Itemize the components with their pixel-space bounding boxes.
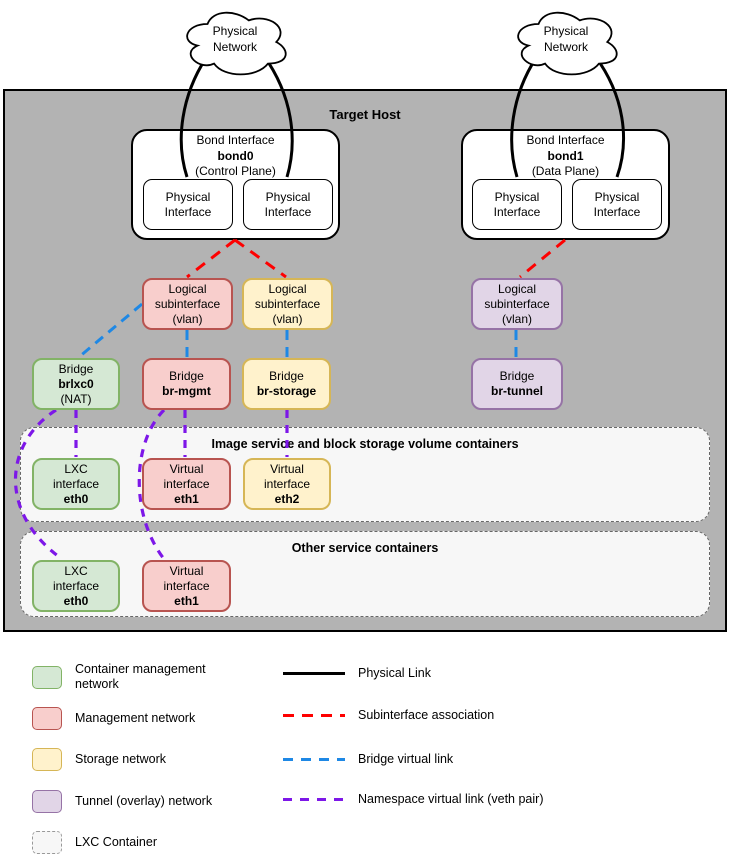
c2-lxc-interface-eth0: LXC interface eth0 xyxy=(32,560,120,612)
legend-row-tunnel: Tunnel (overlay) network xyxy=(32,790,212,813)
physical-interface-bond1-1: Physical Interface xyxy=(472,179,562,230)
container-other-services-title: Other service containers xyxy=(291,541,439,555)
logical-subinterface-tunnel: Logical subinterface (vlan) xyxy=(471,278,563,330)
legend-swatch-tunnel xyxy=(32,790,62,813)
legend-swatch-management xyxy=(32,707,62,730)
legend-row-container-mgmt: Container management network xyxy=(32,662,235,692)
legend-row-management: Management network xyxy=(32,707,195,730)
physical-interface-bond0-1: Physical Interface xyxy=(143,179,233,230)
c1-virtual-interface-eth2: Virtual interface eth2 xyxy=(243,458,331,510)
bond0-label: Bond Interface bond0 (Control Plane) xyxy=(195,133,276,178)
physical-interface-bond1-2: Physical Interface xyxy=(572,179,662,230)
c1-lxc-interface-eth0: LXC interface eth0 xyxy=(32,458,120,510)
bridge-br-tunnel: Bridge br-tunnel xyxy=(471,358,563,410)
bond1-label: Bond Interface bond1 (Data Plane) xyxy=(526,133,605,178)
physical-interface-bond0-2: Physical Interface xyxy=(243,179,333,230)
legend-line-bridge xyxy=(283,758,345,761)
c2-virtual-interface-eth1: Virtual interface eth1 xyxy=(142,560,231,612)
legend-row-subif-association: Subinterface association xyxy=(283,708,494,723)
legend-swatch-lxc-container xyxy=(32,831,62,854)
target-host-label: Target Host xyxy=(329,107,401,122)
container-image-storage: Image service and block storage volume c… xyxy=(20,427,710,522)
legend-row-lxc-container: LXC Container xyxy=(32,831,157,854)
legend-line-namespace xyxy=(283,798,345,801)
legend-row-storage: Storage network xyxy=(32,748,166,771)
legend-line-physical xyxy=(283,672,345,675)
legend-row-bridge-link: Bridge virtual link xyxy=(283,752,453,767)
container-image-storage-title: Image service and block storage volume c… xyxy=(211,437,519,451)
legend-line-subif xyxy=(283,714,345,717)
bridge-brlxc0: Bridge brlxc0 (NAT) xyxy=(32,358,120,410)
cloud-left-label: Physical Network xyxy=(212,24,258,54)
logical-subinterface-mgmt: Logical subinterface (vlan) xyxy=(142,278,233,330)
c1-virtual-interface-eth1: Virtual interface eth1 xyxy=(142,458,231,510)
legend-swatch-storage xyxy=(32,748,62,771)
bridge-br-storage: Bridge br-storage xyxy=(242,358,331,410)
logical-subinterface-storage: Logical subinterface (vlan) xyxy=(242,278,333,330)
bridge-br-mgmt: Bridge br-mgmt xyxy=(142,358,231,410)
legend-swatch-container-mgmt xyxy=(32,665,62,689)
cloud-right-label: Physical Network xyxy=(543,24,589,54)
container-other-services: Other service containers xyxy=(20,531,710,617)
legend-row-namespace-link: Namespace virtual link (veth pair) xyxy=(283,792,544,807)
legend-row-physical-link: Physical Link xyxy=(283,666,431,681)
